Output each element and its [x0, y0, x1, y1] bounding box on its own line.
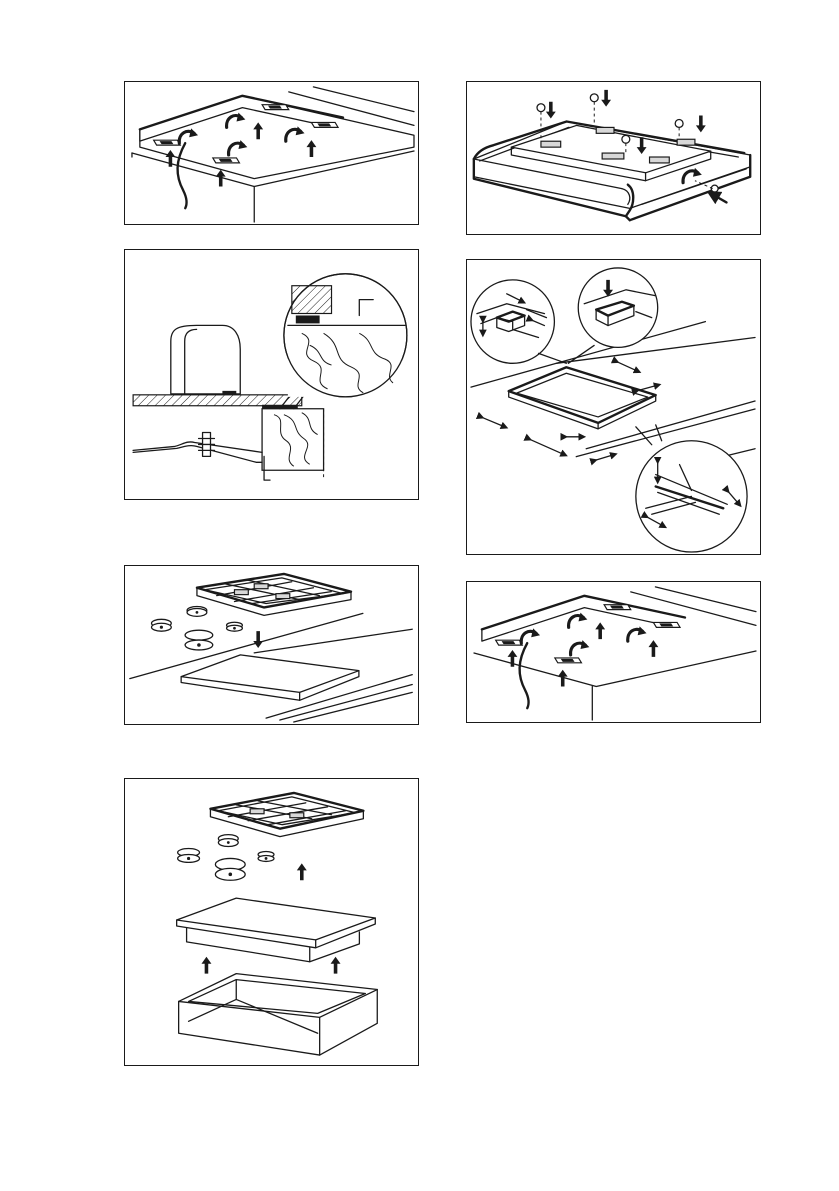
up-arrow-icon — [649, 640, 659, 657]
curved-arrow-icon — [286, 126, 305, 141]
curved-arrow-icon — [227, 113, 246, 128]
screw-icon — [590, 94, 598, 126]
curved-arrow-icon — [628, 626, 647, 641]
up-arrow-icon — [297, 863, 307, 880]
up-arrow-icon — [331, 957, 341, 974]
bracket-icon — [262, 105, 289, 110]
bracket-icon — [604, 605, 631, 610]
down-arrow-icon — [546, 102, 556, 119]
bracket-icon — [555, 658, 582, 663]
hob-plate — [133, 395, 302, 406]
pan-support — [197, 574, 351, 615]
fig-cutout-dimensions — [466, 259, 761, 555]
burner-caps — [152, 606, 243, 649]
bracket-icon — [154, 140, 181, 145]
up-arrow-icon — [307, 140, 317, 157]
up-arrow-icon — [253, 122, 263, 139]
control-knob — [171, 325, 240, 393]
fig-bracket-removal — [124, 81, 419, 225]
curved-arrow-icon — [569, 613, 588, 628]
worktop-section — [262, 409, 324, 471]
bracket-icon — [213, 158, 240, 163]
down-arrow-icon — [713, 195, 727, 203]
up-arrow-icon — [201, 957, 211, 974]
fig-seal-cross-section — [124, 249, 419, 500]
fig-hob-lift-off — [124, 565, 419, 725]
curved-arrow-icon — [521, 628, 540, 643]
dimension-arrow-icon — [481, 361, 658, 460]
detail-magnifier — [578, 268, 657, 347]
hob-exploded-view-drawing — [125, 779, 418, 1065]
seal-cross-section-drawing — [125, 250, 418, 499]
curved-arrow-icon — [229, 140, 248, 155]
bracket-fitting-drawing — [467, 582, 760, 722]
hob-top — [177, 898, 376, 940]
fig-hob-exploded-view — [124, 778, 419, 1066]
up-arrow-icon — [595, 622, 605, 639]
power-cable — [178, 143, 187, 208]
pan-support — [210, 793, 363, 837]
bracket-icon — [653, 622, 680, 627]
screw-icon — [675, 120, 683, 140]
down-arrow-icon — [253, 631, 263, 648]
cutout-dimensions-drawing — [467, 260, 760, 554]
curved-arrow-icon — [571, 640, 590, 655]
bracket-removal-drawing — [125, 82, 418, 224]
housing-box-top — [179, 974, 378, 1018]
down-arrow-icon — [696, 116, 706, 133]
down-arrow-icon — [601, 90, 611, 107]
hob-lift-off-drawing — [125, 566, 418, 724]
curved-arrow-icon — [683, 168, 702, 183]
bracket-icon — [496, 640, 523, 645]
cutout-outline — [509, 367, 656, 423]
screw-icon — [537, 104, 545, 140]
burner-caps — [178, 835, 274, 881]
curved-arrow-icon — [179, 128, 198, 143]
fig-bracket-fitting — [466, 581, 761, 723]
screws-fixing-drawing — [467, 82, 760, 234]
hob-plate-detail — [292, 286, 332, 314]
bracket-icon — [311, 122, 338, 127]
power-cable — [520, 643, 529, 708]
fig-screws-fixing — [466, 81, 761, 235]
